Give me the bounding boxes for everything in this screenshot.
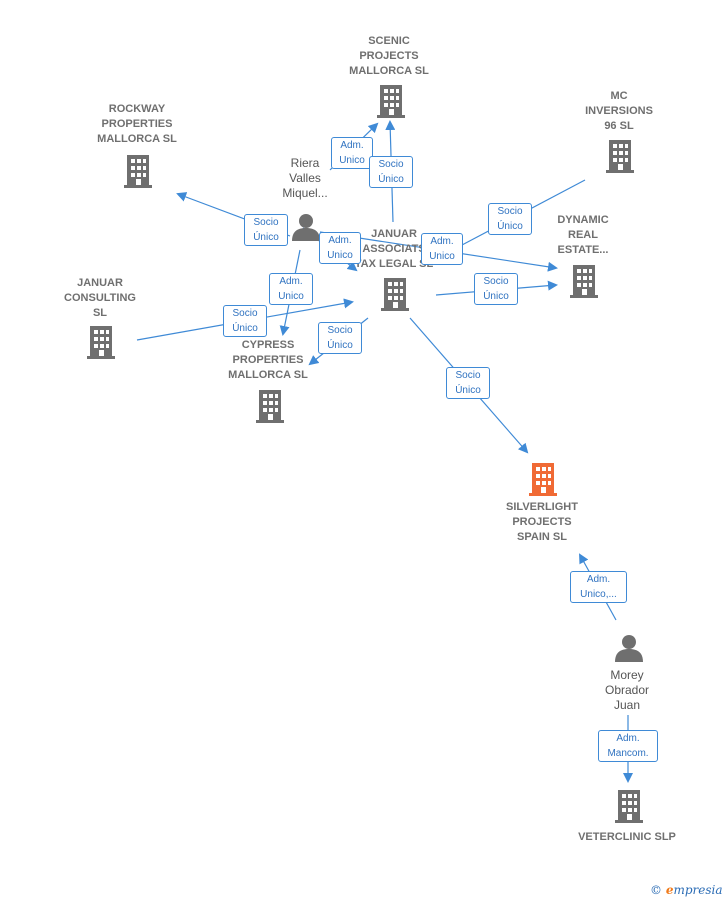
node-januar-associats-label[interactable]: JANUAR ASSOCIATS TAX LEGAL SL bbox=[334, 227, 454, 272]
edge-label-line: Adm. bbox=[279, 276, 303, 287]
label-line: Obrador bbox=[604, 683, 650, 697]
edge-label-adm-veterclinic[interactable]: Adm. Mancom. bbox=[598, 730, 658, 762]
edge-label-socio-scenic[interactable]: Socio Único bbox=[369, 156, 413, 188]
label-line: DYNAMIC bbox=[557, 214, 609, 226]
edge-label-line: Único bbox=[253, 232, 279, 243]
brand-initial: e bbox=[665, 883, 674, 897]
edge-label-line: Socio bbox=[232, 308, 258, 319]
label-line: PROPERTIES bbox=[101, 118, 173, 130]
edge-label-line: Único bbox=[497, 221, 523, 232]
riera-person-icon bbox=[292, 214, 320, 241]
label-line: SILVERLIGHT bbox=[506, 501, 578, 513]
edge-label-socio-silverlight[interactable]: Socio Único bbox=[446, 367, 490, 399]
label-line: MC bbox=[610, 90, 628, 102]
label-line: SCENIC bbox=[368, 35, 410, 47]
node-cypress-label[interactable]: CYPRESS PROPERTIES MALLORCA SL bbox=[208, 338, 328, 383]
edge-label-line: Unico bbox=[278, 291, 304, 302]
edge-label-adm-cypress[interactable]: Adm. Unico bbox=[269, 273, 313, 305]
node-veterclinic-label[interactable]: VETERCLINIC SLP bbox=[567, 830, 687, 845]
edge-label-line: Unico bbox=[429, 251, 455, 262]
edge-label-line: Mancom. bbox=[607, 748, 649, 759]
node-riera-label[interactable]: Riera Valles Miquel... bbox=[245, 156, 365, 201]
edge-label-adm-silverlight[interactable]: Adm. Unico,... bbox=[570, 571, 627, 603]
edge-label-socio-mc[interactable]: Socio Único bbox=[488, 203, 532, 235]
label-line: TAX LEGAL SL bbox=[354, 258, 434, 270]
edge-label-line: Socio bbox=[253, 217, 279, 228]
label-line: REAL bbox=[568, 229, 598, 241]
edge-label-line: Único bbox=[378, 174, 404, 185]
dynamic-building-icon bbox=[570, 265, 598, 298]
edge-label-adm-scenic[interactable]: Adm. Unico bbox=[331, 137, 373, 169]
edge-label-line: Adm. bbox=[616, 733, 640, 744]
label-line: VETERCLINIC SLP bbox=[578, 831, 676, 843]
label-line: PROPERTIES bbox=[232, 354, 304, 366]
scenic-building-icon bbox=[377, 85, 405, 118]
edge-label-line: Único bbox=[327, 340, 353, 351]
label-line: JANUAR bbox=[371, 228, 417, 240]
node-morey-label[interactable]: Morey Obrador Juan bbox=[567, 668, 687, 713]
edge-label-line: Socio bbox=[455, 370, 481, 381]
edge-label-socio-rockway[interactable]: Socio Único bbox=[244, 214, 288, 246]
cypress-building-icon bbox=[256, 390, 284, 423]
node-rockway-label[interactable]: ROCKWAY PROPERTIES MALLORCA SL bbox=[77, 102, 197, 147]
empresia-logo[interactable]: © empresia bbox=[650, 883, 723, 897]
node-scenic-label[interactable]: SCENIC PROJECTS MALLORCA SL bbox=[329, 34, 449, 79]
label-line: PROJECTS bbox=[359, 50, 419, 62]
mc-building-icon bbox=[606, 140, 634, 173]
edge-label-adm-dynamic[interactable]: Adm. Unico bbox=[421, 233, 463, 265]
label-line: 96 SL bbox=[604, 120, 634, 132]
label-line: Riera bbox=[290, 156, 320, 170]
label-line: Morey bbox=[610, 668, 644, 682]
label-line: Juan bbox=[613, 698, 641, 712]
januar-associats-building-icon bbox=[381, 278, 409, 311]
label-line: MALLORCA SL bbox=[228, 369, 308, 381]
label-line: ASSOCIATS bbox=[362, 243, 426, 255]
edge-label-line: Adm. bbox=[328, 235, 352, 246]
edge-label-line: Adm. bbox=[430, 236, 454, 247]
copyright-icon: © bbox=[650, 883, 662, 897]
label-line: CONSULTING bbox=[64, 292, 136, 304]
node-januar-consulting-label[interactable]: JANUAR CONSULTING SL bbox=[40, 276, 160, 321]
label-line: Valles bbox=[289, 171, 321, 185]
label-line: ESTATE... bbox=[557, 244, 609, 256]
januar-consulting-building-icon bbox=[87, 326, 115, 359]
edge-label-line: Unico,... bbox=[580, 589, 617, 600]
rockway-building-icon bbox=[124, 155, 152, 188]
label-line: Miquel... bbox=[282, 186, 328, 200]
edge-label-line: Adm. bbox=[586, 574, 611, 585]
edge-label-line: Único bbox=[483, 291, 509, 302]
label-line: MALLORCA SL bbox=[349, 65, 429, 77]
edge-label-line: Socio bbox=[327, 325, 353, 336]
label-line: JANUAR bbox=[77, 277, 123, 289]
edge-label-line: Socio bbox=[378, 159, 404, 170]
edge-label-socio-dynamic[interactable]: Socio Único bbox=[474, 273, 518, 305]
edge-label-socio-januar-consulting[interactable]: Socio Único bbox=[223, 305, 267, 337]
edge-label-adm-januar[interactable]: Adm. Unico bbox=[319, 232, 361, 264]
edge-label-line: Único bbox=[455, 385, 481, 396]
brand-name: mpresia bbox=[673, 883, 723, 897]
edge-label-socio-cypress[interactable]: Socio Único bbox=[318, 322, 362, 354]
label-line: PROJECTS bbox=[512, 516, 572, 528]
label-line: CYPRESS bbox=[241, 339, 295, 351]
silverlight-building-icon bbox=[529, 463, 557, 496]
label-line: MALLORCA SL bbox=[97, 133, 177, 145]
label-line: SL bbox=[92, 307, 108, 319]
veterclinic-building-icon bbox=[615, 790, 643, 823]
label-line: ROCKWAY bbox=[108, 103, 166, 115]
node-dynamic-label[interactable]: DYNAMIC REAL ESTATE... bbox=[523, 213, 643, 258]
edge-label-line: Unico bbox=[339, 155, 365, 166]
edge-label-line: Adm. bbox=[340, 140, 364, 151]
label-line: INVERSIONS bbox=[585, 105, 653, 117]
edge-label-line: Socio bbox=[483, 276, 509, 287]
node-silverlight-label[interactable]: SILVERLIGHT PROJECTS SPAIN SL bbox=[482, 500, 602, 545]
edge-label-line: Socio bbox=[497, 206, 523, 217]
morey-person-icon bbox=[615, 635, 643, 662]
edge-label-line: Unico bbox=[327, 250, 353, 261]
node-mc-label[interactable]: MC INVERSIONS 96 SL bbox=[559, 89, 679, 134]
edge-label-line: Único bbox=[232, 323, 258, 334]
label-line: SPAIN SL bbox=[517, 531, 567, 543]
